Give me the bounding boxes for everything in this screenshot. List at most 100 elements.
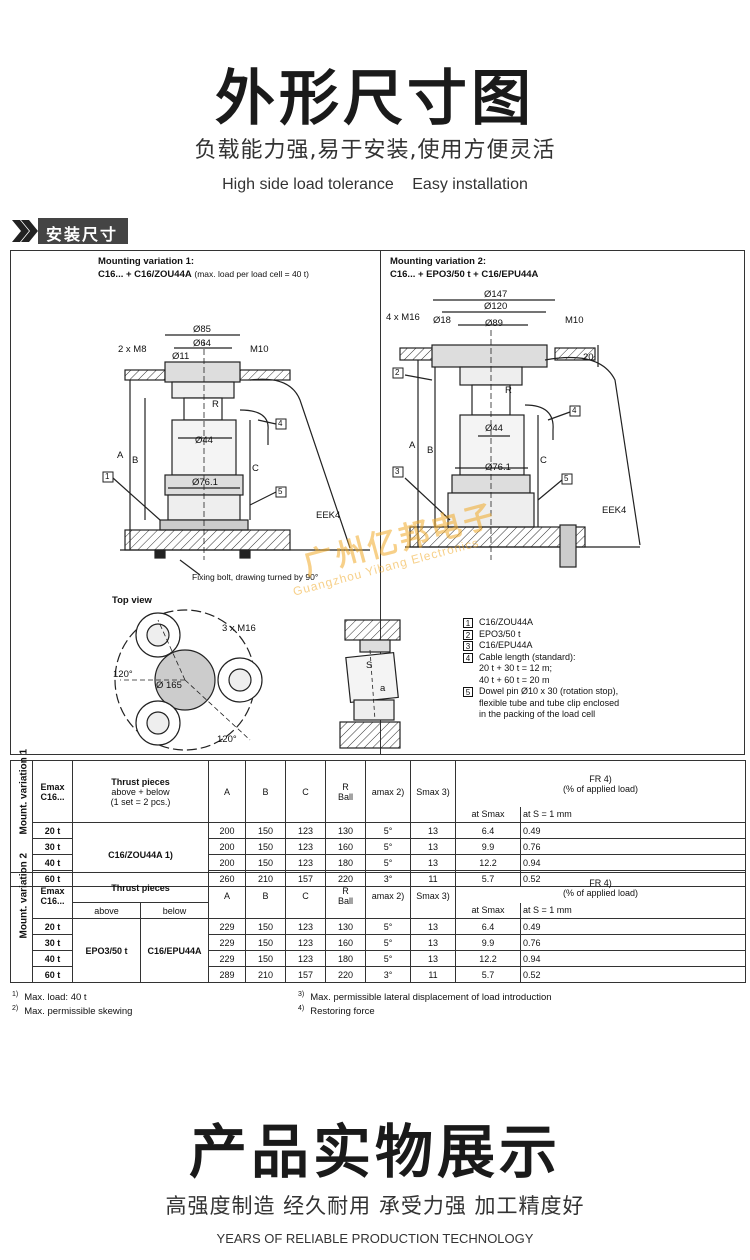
cell-a: 229 (208, 950, 246, 967)
cell-r: 160 (325, 934, 366, 951)
callout-3-v2: 3 (395, 467, 400, 476)
v2-dim-c: C (540, 455, 547, 466)
table-row: 40 t 229 150 123 180 5° 13 12.2 0.94 (11, 950, 747, 967)
cell-b: 150 (245, 822, 286, 839)
cell-c: 123 (285, 822, 326, 839)
cell-a: 229 (208, 934, 246, 951)
top-view-m16: 3 x M16 (222, 623, 256, 634)
cell-emax: 30 t (32, 934, 73, 951)
table2-above-value: EPO3/50 t (72, 918, 141, 983)
table2-head-fr: FR 4)(% of applied load) (454, 872, 747, 903)
cell-fr-smax: 9.9 (455, 934, 521, 951)
cell-amax: 5° (365, 822, 411, 839)
cell-b: 150 (245, 934, 286, 951)
cell-emax: 20 t (32, 918, 73, 935)
table1-head-fr: FR 4)(% of applied load) (454, 760, 747, 807)
table2-head-b: B (245, 872, 286, 919)
cell-fr-smax: 12.2 (455, 854, 521, 871)
section-tag: 安装尺寸 (12, 218, 129, 244)
v1-subtitle-bold: C16... + C16/ZOU44A (98, 269, 192, 280)
v2-dim-m16: 4 x M16 (386, 312, 420, 323)
cell-emax: 20 t (32, 822, 73, 839)
v2-title: Mounting variation 2: (390, 256, 487, 267)
products-title: 产品实物展示 (188, 1118, 561, 1186)
v1-eek4: EEK4 (316, 510, 341, 521)
legend-text: EPO3/50 t (479, 628, 521, 639)
cell-b: 150 (245, 950, 286, 967)
v2-eek4: EEK4 (602, 505, 627, 516)
cell-fr-s1: 0.52 (519, 966, 747, 983)
top-view-title: Top view (112, 595, 152, 606)
cell-c: 123 (285, 838, 326, 855)
cell-fr-s1: 0.94 (519, 854, 747, 871)
cell-a: 200 (208, 822, 246, 839)
v2-dim-d44: Ø44 (485, 423, 503, 434)
technical-drawing (102, 299, 641, 751)
cell-smax: 13 (410, 838, 456, 855)
cell-b: 150 (245, 854, 286, 871)
subtitle-en-1: High side load tolerance (222, 176, 394, 193)
cell-r: 180 (325, 854, 366, 871)
table1-head-smax: Smax 3) (410, 760, 456, 823)
legend-num: 5 (463, 687, 473, 697)
table2-head-below: below (140, 902, 209, 919)
table1-head-b: B (245, 760, 286, 823)
v2-dim-m10: M10 (565, 315, 584, 326)
subtitle-en-2: Easy installation (412, 176, 528, 193)
legend-num: 1 (463, 618, 473, 628)
legend-num: 3 (463, 641, 473, 651)
v1-dim-d44: Ø44 (195, 435, 213, 446)
top-view-angle-2: 120° (217, 734, 237, 745)
cell-r: 180 (325, 950, 366, 967)
cell-a: 289 (208, 966, 246, 983)
cell-fr-smax: 6.4 (455, 822, 521, 839)
cell-fr-s1: 0.76 (519, 838, 747, 855)
cell-r: 220 (325, 966, 366, 983)
cell-emax: 40 t (32, 950, 73, 967)
v1-dim-c: C (252, 463, 259, 474)
table-row: 20 t EPO3/50 t C16/EPU44A 229 150 123 13… (11, 918, 747, 983)
table1-head-a: A (208, 760, 246, 823)
v1-dim-b: B (132, 455, 139, 466)
cell-amax: 5° (365, 918, 411, 935)
v2-dim-d89: Ø89 (485, 318, 503, 329)
v1-dim-d64: Ø64 (193, 338, 211, 349)
detail-a-label: a (380, 683, 386, 694)
footnote: 1)Max. load: 40 t (12, 991, 87, 1004)
legend-text: C16/ZOU44A (479, 617, 534, 627)
top-view-d165: Ø 165 (156, 680, 182, 691)
table2-head-at-s1: at S = 1 mm (519, 902, 747, 919)
cell-a: 200 (208, 838, 246, 855)
cell-smax: 13 (410, 854, 456, 871)
legend-item: 3 C16/EPU44A (463, 640, 619, 652)
legend-text: Cable length (standard): 20 t + 30 t = 1… (479, 651, 576, 685)
callout-4-v2: 4 (572, 406, 577, 415)
table1-head-at-s1: at S = 1 mm (519, 806, 747, 823)
section-tag-label: 安装尺寸 (38, 218, 129, 244)
table1-head-amax: amax 2) (365, 760, 411, 823)
cell-amax: 5° (365, 950, 411, 967)
products-subtitle-cn: 高强度制造 经久耐用 承受力强 加工精度好 (165, 1194, 585, 1218)
table1-head-c: C (285, 760, 326, 823)
cell-emax: 30 t (32, 838, 73, 855)
v1-dim-a: A (117, 450, 124, 461)
legend-text: C16/EPU44A (479, 640, 533, 650)
table2-head-thrust: Thrust pieces (72, 872, 209, 903)
v2-dim-a: A (409, 440, 416, 451)
detail-s-label: S (366, 660, 373, 671)
cell-a: 200 (208, 854, 246, 871)
legend-item: 1 C16/ZOU44A (463, 617, 619, 629)
v2-subtitle: C16... + EPO3/50 t + C16/EPU44A (390, 269, 539, 280)
page-subtitle-cn: 负载能力强,易于安装,使用方便灵活 (194, 138, 556, 163)
callout-5-v2: 5 (564, 474, 569, 483)
double-chevron-icon (12, 220, 38, 242)
variation-2-drawing (399, 299, 641, 568)
cell-fr-s1: 0.49 (519, 822, 747, 839)
table1-head-at-smax: at Smax (455, 806, 521, 823)
cell-smax: 13 (410, 918, 456, 935)
top-view-angle-1: 120° (113, 669, 133, 680)
table2-head-smax: Smax 3) (410, 872, 456, 919)
